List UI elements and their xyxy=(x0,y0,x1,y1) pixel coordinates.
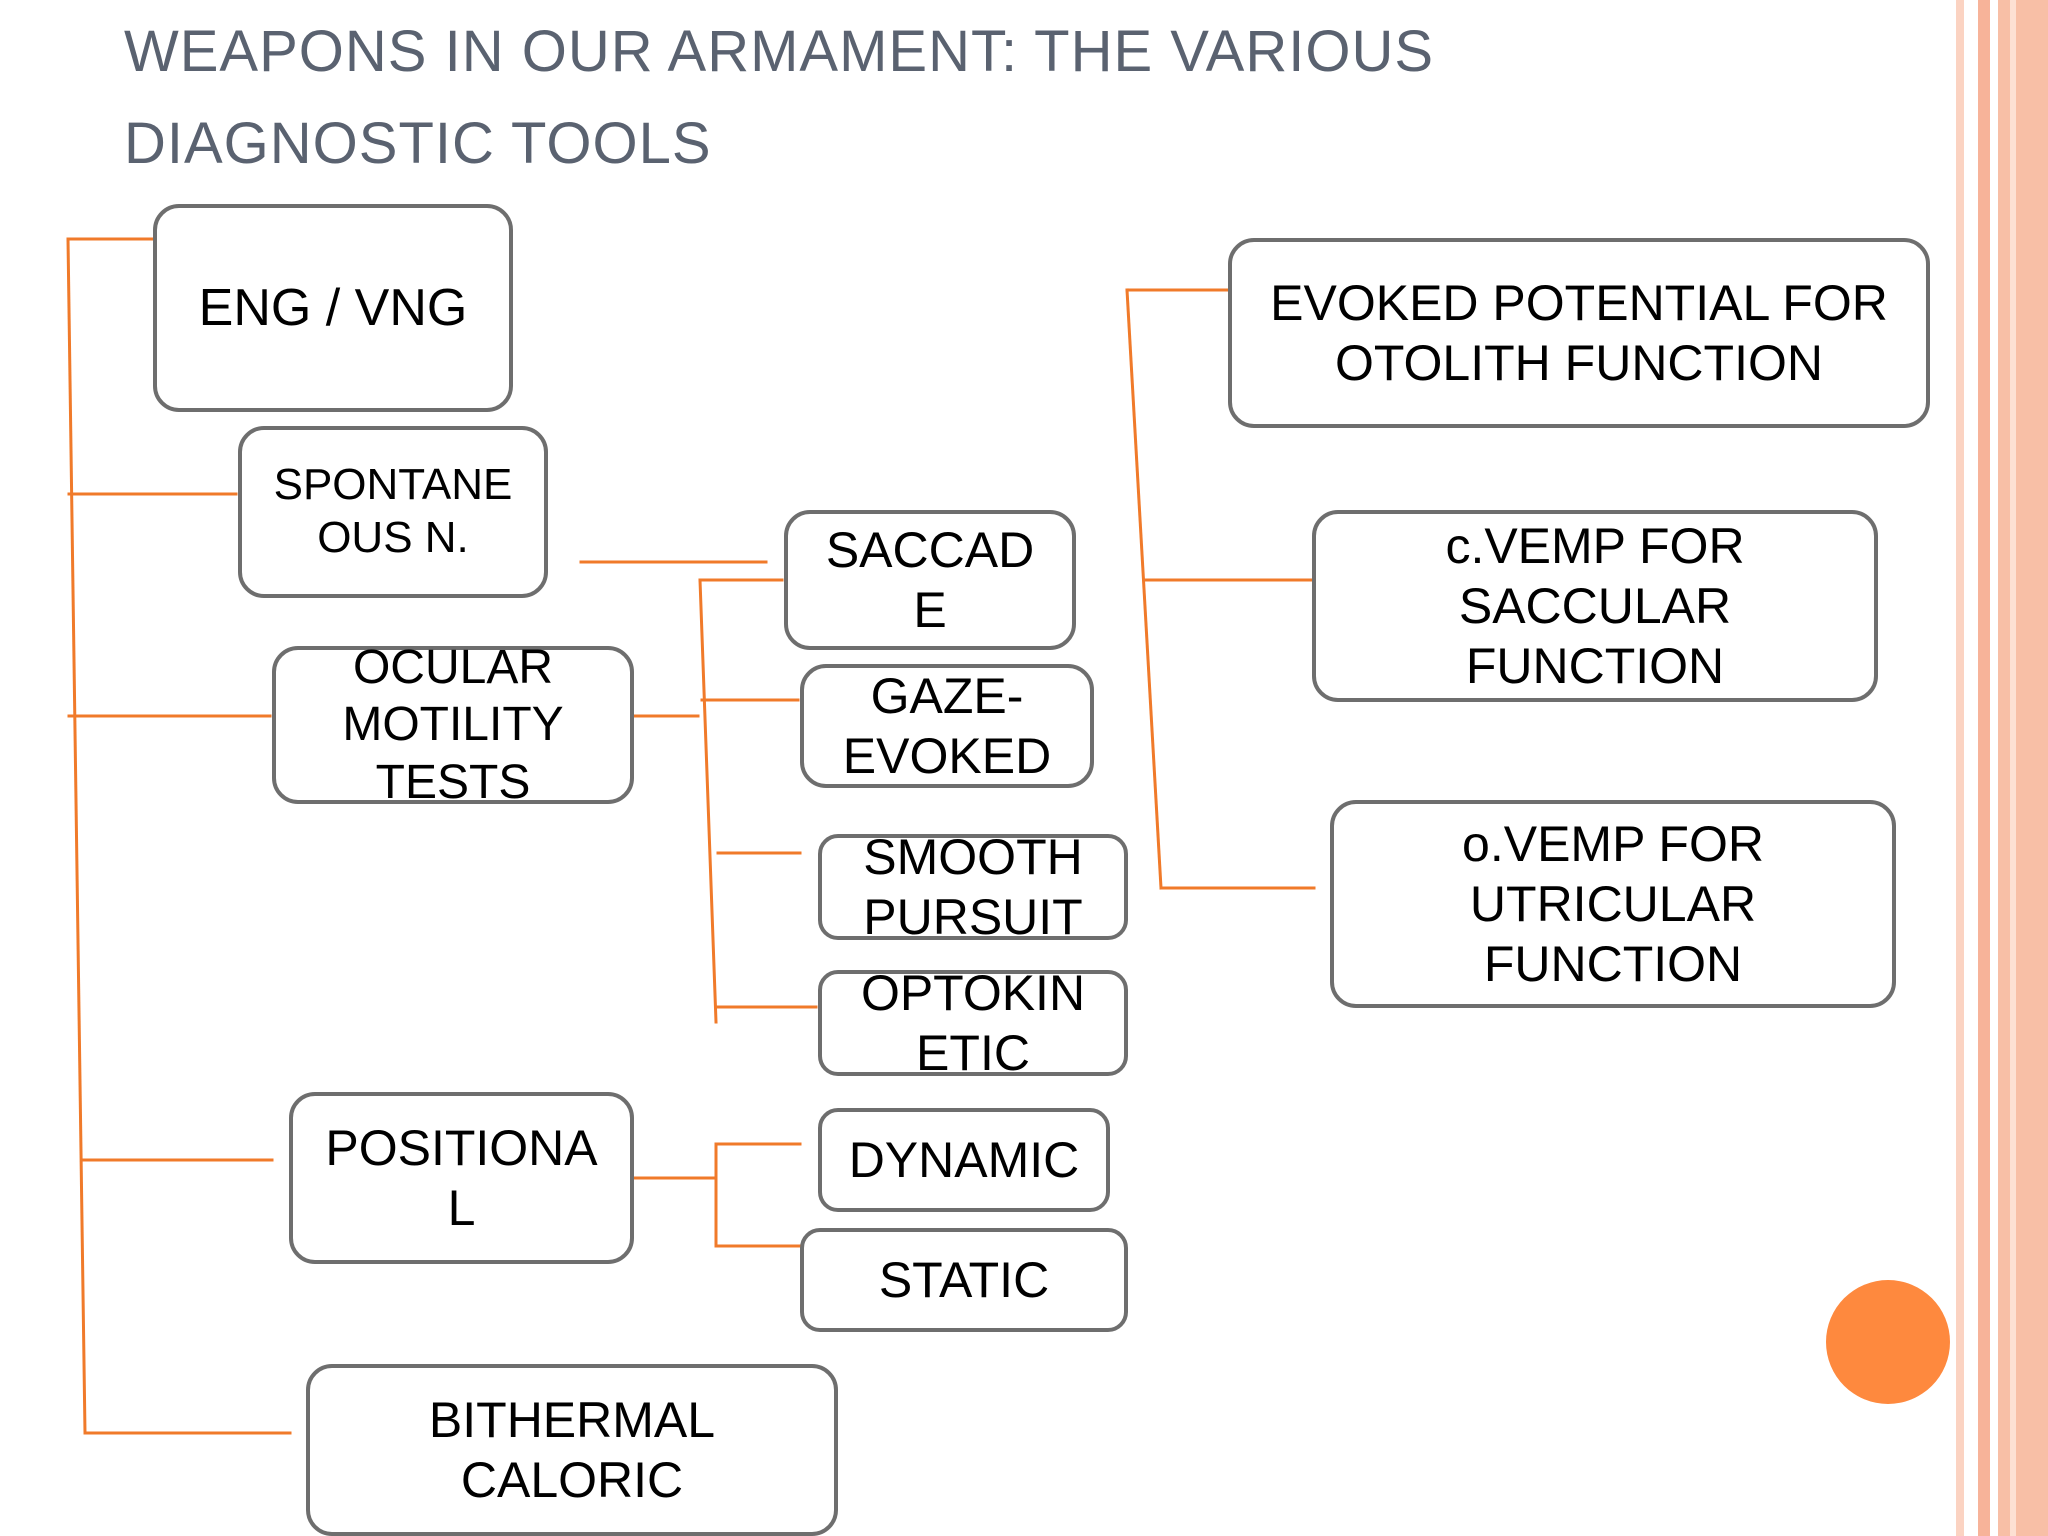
slide-title-line-1: WEAPONS IN OUR ARMAMENT: THE VARIOUS xyxy=(124,19,1435,84)
box-dynamic: DYNAMIC xyxy=(818,1108,1110,1212)
box-ovemp-line-1: o.VEMP FOR xyxy=(1462,816,1764,872)
box-saccade-line-1: SACCAD xyxy=(825,522,1035,578)
box-evoked-potential-otolith: EVOKED POTENTIAL FOR OTOLITH FUNCTION xyxy=(1228,238,1930,428)
box-ovemp-utricular: o.VEMP FOR UTRICULAR FUNCTION xyxy=(1330,800,1896,1008)
box-smooth-line-1: SMOOTH xyxy=(863,829,1083,885)
box-cvemp-line-3: FUNCTION xyxy=(1465,638,1725,694)
box-ocular-line-2: MOTILITY xyxy=(342,698,564,752)
box-bithermal-line-1: BITHERMAL xyxy=(428,1392,716,1448)
box-bithermal-caloric: BITHERMAL CALORIC xyxy=(306,1364,838,1536)
right-stripe-inner xyxy=(2010,0,2016,1536)
connector-right-spine xyxy=(1125,288,1163,890)
box-smooth-pursuit: SMOOTH PURSUIT xyxy=(818,829,1128,945)
box-ocular-motility-tests: OCULAR MOTILITY TESTS xyxy=(272,641,634,809)
box-cvemp-saccular: c.VEMP FOR SACCULAR FUNCTION xyxy=(1312,510,1878,702)
box-ovemp-line-3: FUNCTION xyxy=(1483,936,1743,992)
box-optokinetic-line-1: OPTOKIN xyxy=(860,965,1086,1021)
box-positional-line-2: L xyxy=(447,1180,476,1236)
slide-title: WEAPONS IN OUR ARMAMENT: THE VARIOUS DIA… xyxy=(124,6,1884,190)
connector-left-spine xyxy=(66,237,87,1435)
right-stripe-band xyxy=(1998,0,2048,1536)
box-evoked-line-1: EVOKED POTENTIAL FOR xyxy=(1270,275,1888,331)
box-gaze-line-1: GAZE- xyxy=(870,668,1024,724)
box-gaze-evoked: GAZE- EVOKED xyxy=(800,664,1094,788)
box-cvemp-line-2: SACCULAR xyxy=(1458,578,1732,634)
box-ovemp-line-2: UTRICULAR xyxy=(1469,876,1757,932)
box-saccade-line-2: E xyxy=(913,582,947,638)
box-smooth-line-2: PURSUIT xyxy=(863,889,1083,945)
box-spontaneous-line-1: SPONTANE xyxy=(273,460,513,510)
box-bithermal-line-2: CALORIC xyxy=(460,1452,684,1508)
box-eng-vng: ENG / VNG xyxy=(153,204,513,412)
box-eng-vng-label: ENG / VNG xyxy=(198,278,468,337)
box-evoked-line-2: OTOLITH FUNCTION xyxy=(1335,335,1823,391)
right-stripe-mid xyxy=(1978,0,1990,1536)
box-ocular-line-3: TESTS xyxy=(375,755,531,809)
accent-dot xyxy=(1826,1280,1950,1404)
box-positional: POSITIONA L xyxy=(289,1092,634,1264)
box-ocular-line-1: OCULAR xyxy=(352,640,554,694)
box-gaze-line-2: EVOKED xyxy=(842,728,1052,784)
box-spontaneous-line-2: OUS N. xyxy=(317,513,469,562)
box-static: STATIC xyxy=(800,1228,1128,1332)
box-cvemp-line-1: c.VEMP FOR xyxy=(1445,518,1745,574)
box-optokinetic-line-2: ETIC xyxy=(916,1025,1030,1081)
box-saccade: SACCAD E xyxy=(784,510,1076,650)
box-dynamic-label: DYNAMIC xyxy=(848,1132,1080,1188)
box-spontaneous-nystagmus: SPONTANE OUS N. xyxy=(238,426,548,598)
box-static-label: STATIC xyxy=(878,1252,1050,1308)
box-positional-line-1: POSITIONA xyxy=(325,1120,598,1176)
connector-ocular-spine xyxy=(698,578,718,1024)
slide-title-line-2: DIAGNOSTIC TOOLS xyxy=(124,111,712,176)
right-stripe-light xyxy=(1956,0,1964,1536)
box-optokinetic: OPTOKIN ETIC xyxy=(818,965,1128,1081)
